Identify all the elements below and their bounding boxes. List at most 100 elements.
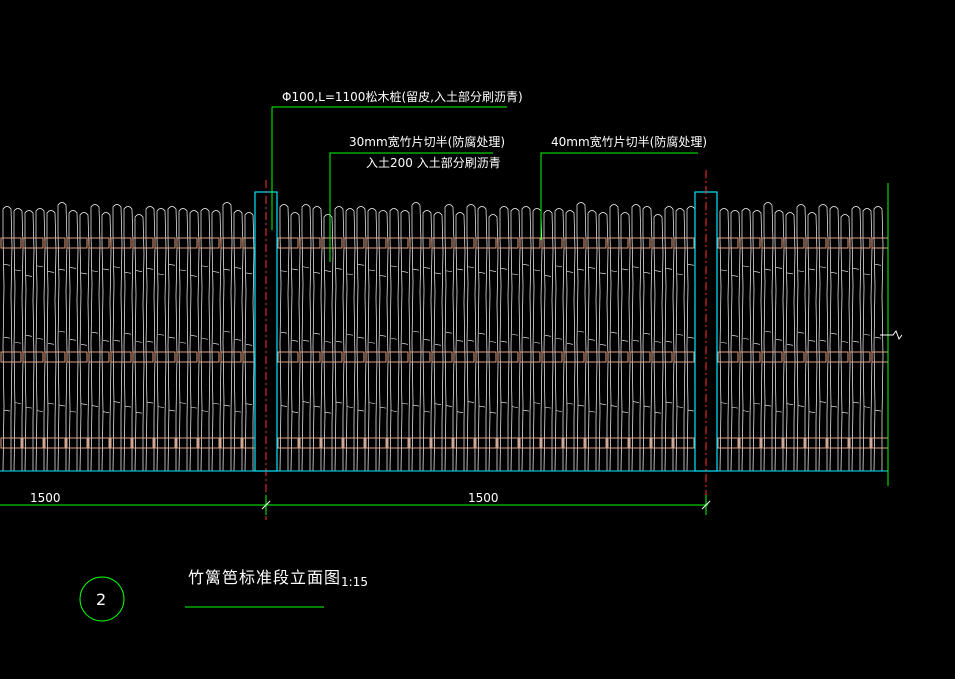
leader-pile bbox=[271, 106, 507, 230]
dim-tick-left bbox=[261, 500, 271, 510]
bamboo-node bbox=[632, 401, 640, 403]
rail-segment bbox=[673, 237, 695, 249]
bamboo-slat bbox=[411, 202, 422, 472]
bamboo-node bbox=[544, 334, 552, 337]
bamboo-slat bbox=[422, 210, 433, 472]
bamboo-slat bbox=[323, 214, 334, 472]
rail-segment bbox=[497, 351, 519, 363]
dim-tick-right bbox=[701, 500, 711, 510]
bamboo-node bbox=[190, 275, 198, 277]
rail-segment bbox=[176, 437, 198, 449]
bamboo-slat bbox=[189, 210, 200, 472]
rail-segment bbox=[409, 351, 431, 363]
rail-segment bbox=[277, 437, 299, 449]
rail-segment bbox=[110, 351, 132, 363]
bamboo-slat bbox=[156, 208, 167, 472]
rail-segment bbox=[409, 237, 431, 249]
bamboo-slat bbox=[123, 206, 134, 472]
bamboo-node bbox=[291, 411, 299, 413]
bamboo-slat bbox=[818, 204, 829, 472]
drawing-number: 2 bbox=[96, 590, 107, 609]
rail-segment bbox=[827, 351, 849, 363]
bamboo-slat bbox=[222, 202, 233, 472]
rail-segment bbox=[88, 437, 110, 449]
leader-strip40 bbox=[540, 152, 698, 240]
bamboo-node bbox=[764, 268, 772, 271]
bamboo-node bbox=[852, 268, 860, 270]
bamboo-node bbox=[25, 334, 33, 337]
bamboo-node bbox=[566, 402, 574, 405]
bamboo-node bbox=[599, 344, 607, 346]
bamboo-slat bbox=[279, 204, 290, 472]
bamboo-node bbox=[753, 402, 761, 405]
rail-segment bbox=[805, 351, 827, 363]
bamboo-node bbox=[401, 271, 409, 273]
bamboo-slat bbox=[785, 212, 796, 472]
bamboo-node bbox=[212, 342, 220, 345]
bamboo-slat bbox=[112, 204, 123, 472]
bamboo-node bbox=[456, 268, 464, 271]
bamboo-node bbox=[190, 406, 198, 409]
rail-segment bbox=[0, 351, 22, 363]
bamboo-node bbox=[676, 333, 684, 336]
bamboo-node bbox=[434, 344, 442, 346]
bamboo-slat bbox=[862, 208, 873, 472]
bamboo-node bbox=[113, 266, 121, 269]
bamboo-node bbox=[3, 264, 11, 266]
bamboo-node bbox=[357, 409, 365, 412]
rail-segment bbox=[475, 351, 497, 363]
rail-segment bbox=[387, 437, 409, 449]
rail-segment bbox=[176, 351, 198, 363]
rail-segment bbox=[475, 237, 497, 249]
rail-segment bbox=[827, 437, 849, 449]
bamboo-node bbox=[91, 270, 99, 273]
bamboo-slat bbox=[521, 206, 532, 472]
bamboo-slat bbox=[433, 212, 444, 472]
rail-segment bbox=[44, 437, 66, 449]
bamboo-slat bbox=[587, 210, 598, 472]
bamboo-node bbox=[280, 331, 288, 334]
bamboo-node bbox=[632, 339, 640, 342]
bamboo-node bbox=[500, 340, 508, 343]
bamboo-node bbox=[324, 341, 332, 343]
bamboo-node bbox=[588, 267, 596, 269]
bamboo-slat bbox=[367, 208, 378, 472]
bamboo-node bbox=[621, 268, 629, 271]
bamboo-slat bbox=[400, 210, 411, 472]
rail-segment bbox=[198, 351, 220, 363]
bamboo-node bbox=[14, 269, 22, 272]
bamboo-node bbox=[852, 340, 860, 343]
rail-segment bbox=[519, 351, 541, 363]
bamboo-node bbox=[764, 330, 772, 333]
bamboo-node bbox=[168, 264, 176, 266]
bamboo-node bbox=[412, 330, 420, 333]
drawing-number-circle bbox=[79, 576, 125, 622]
bamboo-node bbox=[313, 332, 321, 335]
rail-segment bbox=[673, 351, 695, 363]
bamboo-slat bbox=[134, 214, 145, 472]
dimension-left: 1500 bbox=[30, 491, 61, 505]
bamboo-node bbox=[577, 330, 585, 333]
rail-segment bbox=[66, 437, 88, 449]
rail-segment bbox=[0, 237, 22, 249]
bamboo-slat bbox=[631, 204, 642, 472]
bamboo-node bbox=[676, 273, 684, 276]
rail-segment bbox=[277, 351, 299, 363]
bamboo-node bbox=[841, 341, 849, 343]
rail-segment bbox=[607, 351, 629, 363]
bamboo-node bbox=[643, 332, 651, 335]
bamboo-node bbox=[245, 344, 253, 346]
rail-segment bbox=[827, 237, 849, 249]
bamboo-node bbox=[280, 270, 288, 273]
bamboo-slat bbox=[145, 206, 156, 472]
bamboo-slat bbox=[167, 206, 178, 472]
rail-segment bbox=[321, 437, 343, 449]
bamboo-slat bbox=[642, 206, 653, 472]
bamboo-node bbox=[390, 337, 398, 340]
bamboo-node bbox=[423, 338, 431, 341]
bamboo-node bbox=[863, 406, 871, 408]
bamboo-node bbox=[522, 409, 530, 412]
rail-segment bbox=[132, 437, 154, 449]
rail-segment bbox=[277, 237, 299, 249]
